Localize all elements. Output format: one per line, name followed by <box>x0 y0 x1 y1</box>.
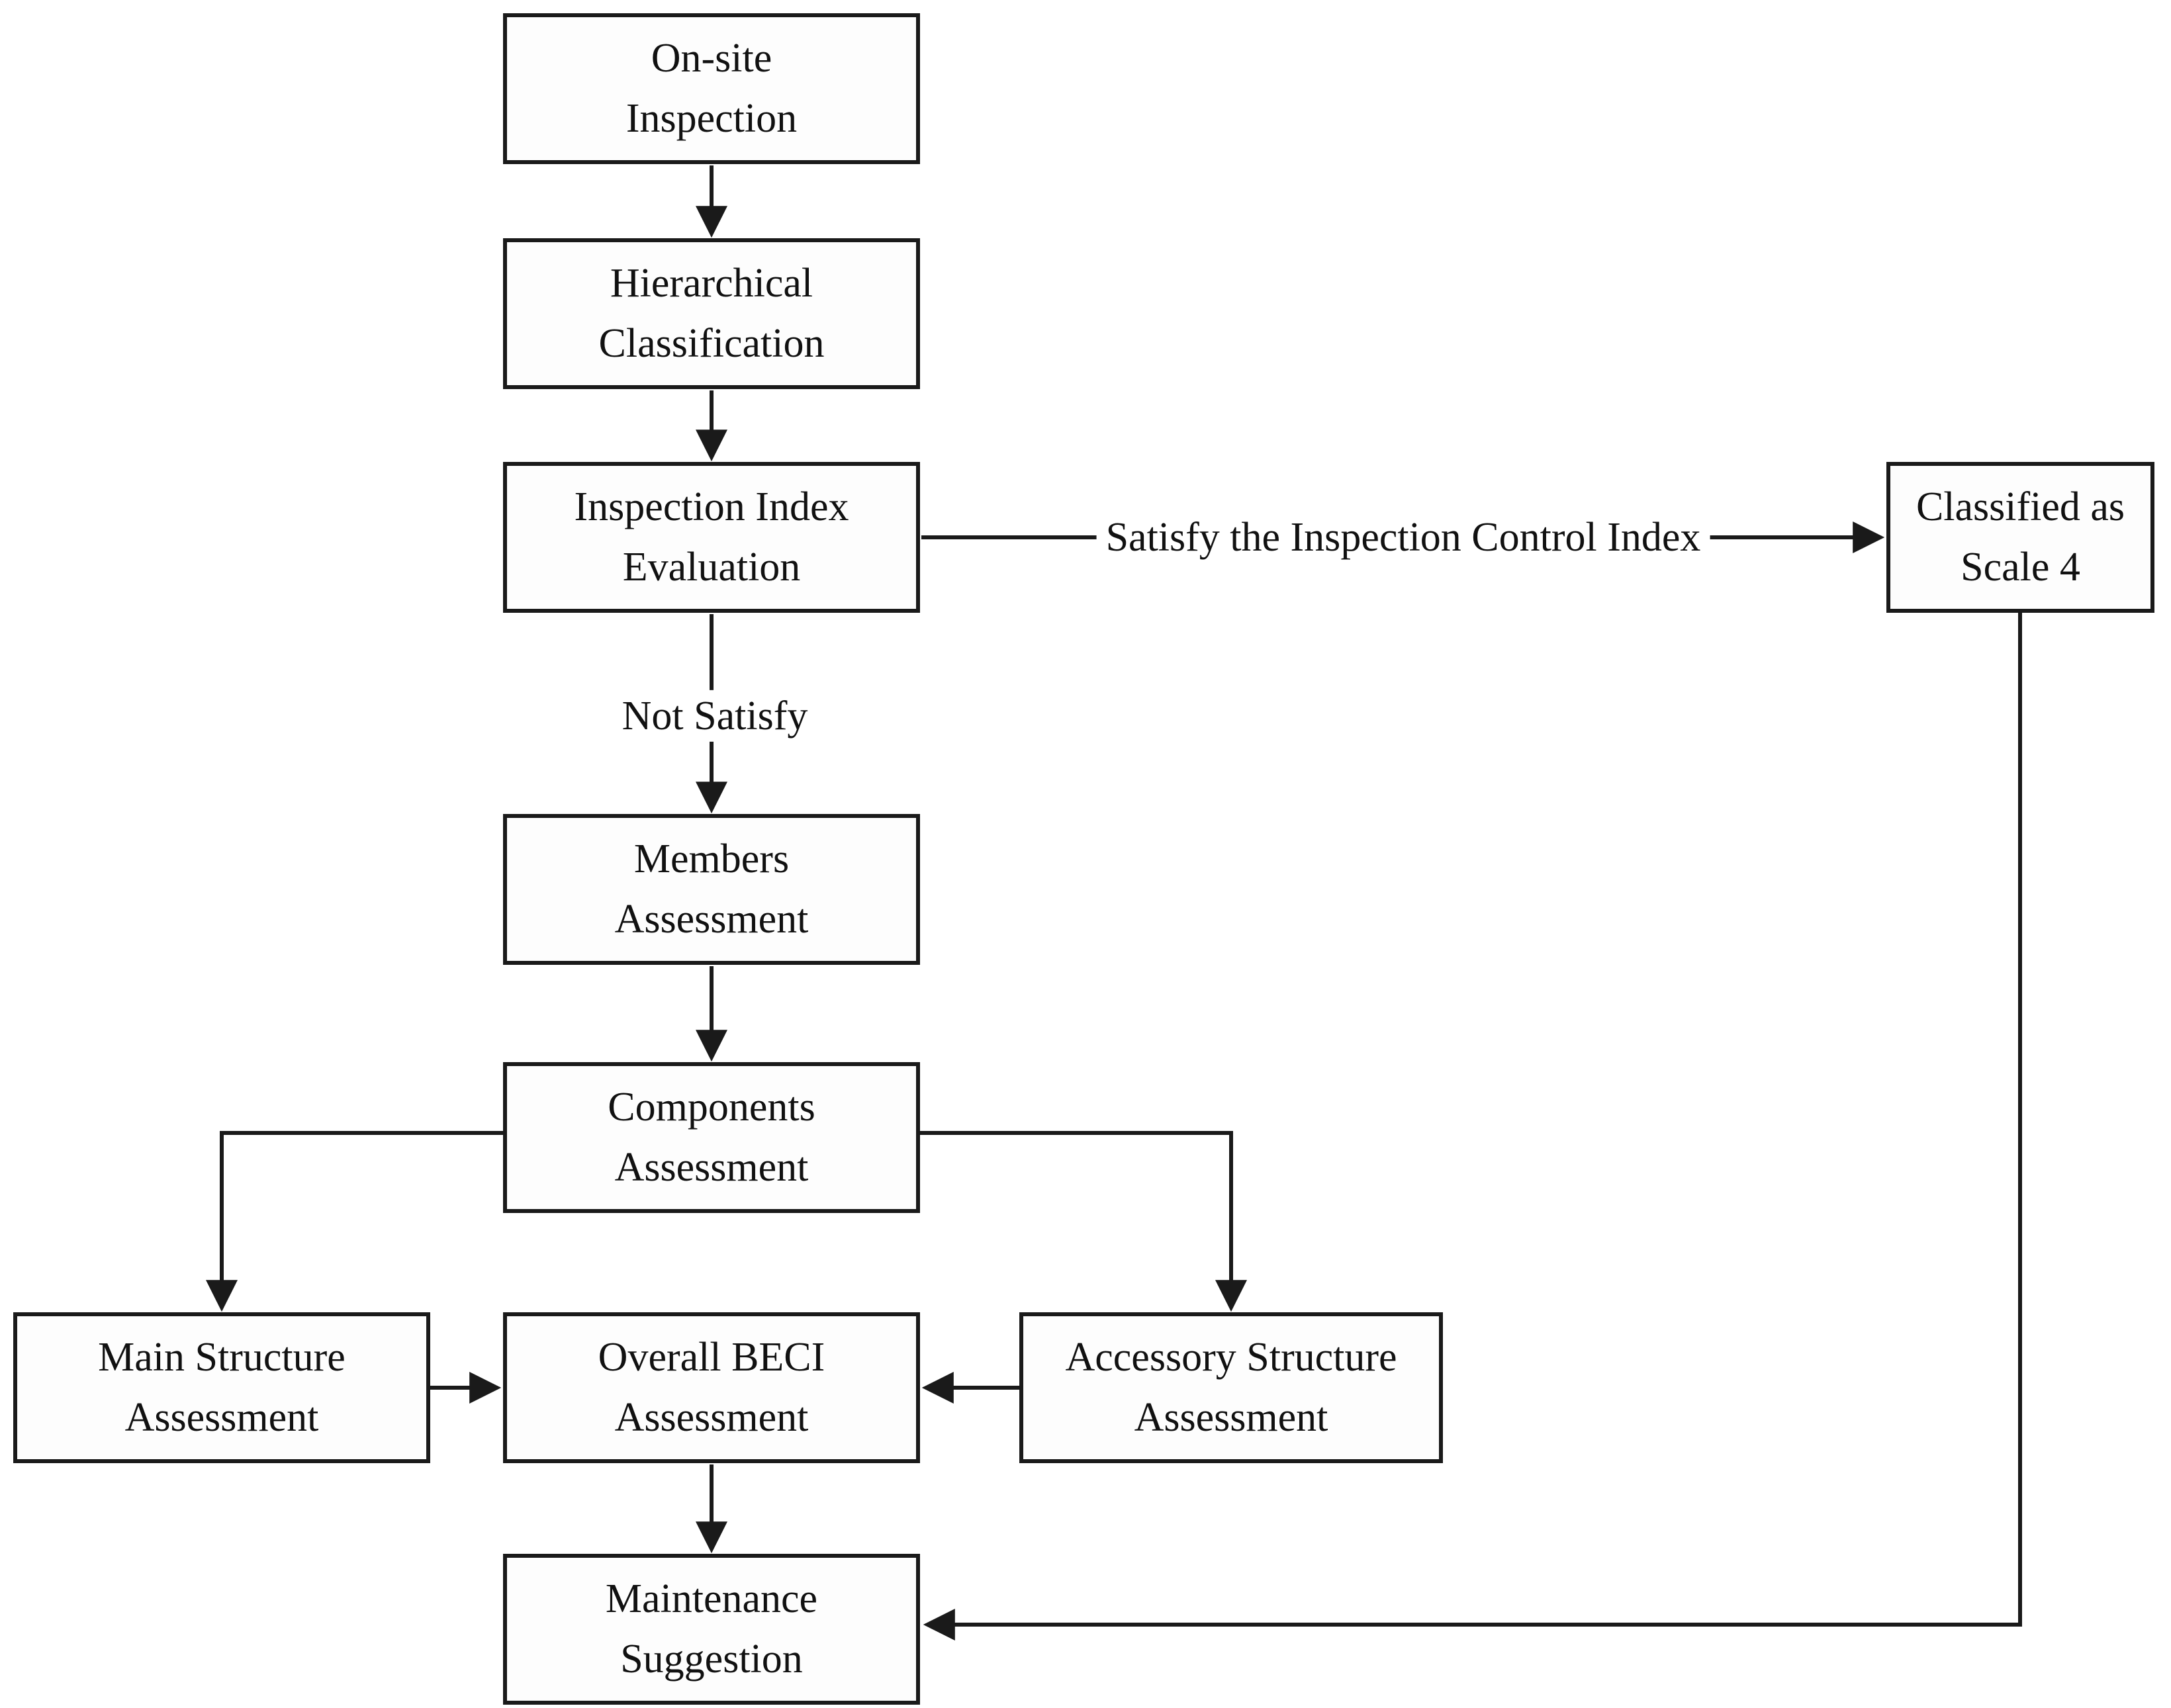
node-overall-beci-assessment: Overall BECI Assessment <box>503 1312 920 1463</box>
node-main-structure-assessment: Main Structure Assessment <box>13 1312 430 1463</box>
node-accessory-structure-assessment: Accessory Structure Assessment <box>1019 1312 1443 1463</box>
edge-label-not-satisfy: Not Satisfy <box>612 690 817 742</box>
arrow-components-to-accessory-structure <box>920 1131 1247 1312</box>
node-maintenance-suggestion: Maintenance Suggestion <box>503 1554 920 1705</box>
arrow-classified-scale4-to-maintenance <box>923 613 2022 1641</box>
node-inspection-index-evaluation: Inspection Index Evaluation <box>503 462 920 613</box>
node-classified-as-scale-4: Classified as Scale 4 <box>1886 462 2154 613</box>
edge-label-satisfy-inspection-control-index: Satisfy the Inspection Control Index <box>1096 511 1710 564</box>
node-onsite-inspection: On-site Inspection <box>503 13 920 164</box>
node-components-assessment: Components Assessment <box>503 1062 920 1213</box>
node-members-assessment: Members Assessment <box>503 814 920 965</box>
arrow-components-to-main-structure <box>206 1131 503 1312</box>
node-hierarchical-classification: Hierarchical Classification <box>503 238 920 389</box>
